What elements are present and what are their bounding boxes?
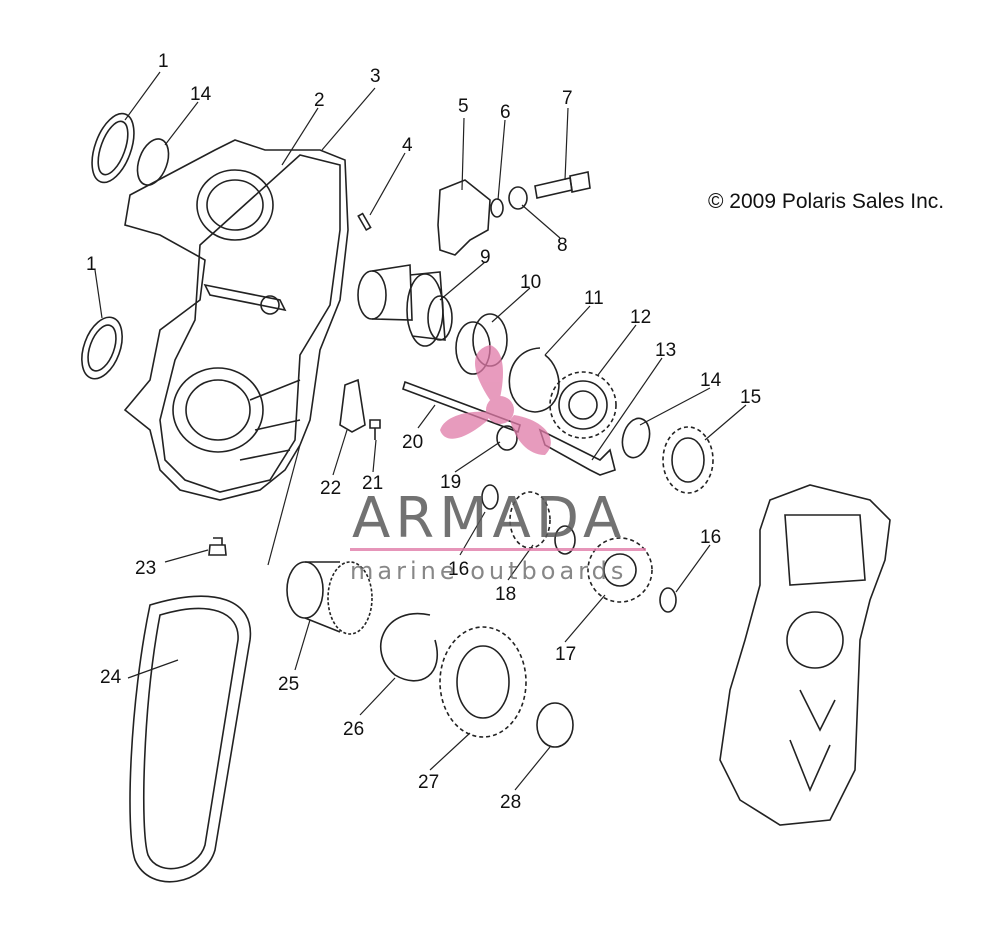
watermark-title: ARMADA (352, 486, 627, 551)
callout-27: 27 (418, 772, 439, 793)
callout-2: 2 (314, 90, 325, 111)
sprocket-27 (439, 626, 527, 738)
ring-right (621, 417, 651, 459)
tensioner-shoe (437, 179, 491, 256)
callout-20: 20 (402, 432, 423, 453)
screw-21 (369, 419, 381, 440)
callout-21: 21 (362, 473, 383, 494)
assembled-gearcase (719, 484, 891, 826)
dowel-pin (357, 212, 372, 232)
bolt-7 (534, 171, 591, 199)
plate-22 (339, 378, 366, 433)
callout-17: 17 (555, 644, 576, 665)
callout-16-center: 16 (448, 559, 469, 580)
drive-chain (129, 595, 252, 883)
callout-18: 18 (495, 584, 516, 605)
callout-12: 12 (630, 307, 651, 328)
snap-ring-28 (536, 702, 574, 748)
ring-top (136, 138, 170, 186)
watermark-divider (350, 548, 646, 551)
callout-10: 10 (520, 272, 541, 293)
callout-15: 15 (740, 387, 761, 408)
collar-19 (496, 425, 518, 451)
callout-28: 28 (500, 792, 521, 813)
callout-24: 24 (100, 667, 122, 688)
shift-fork (538, 428, 616, 476)
callout-1-top: 1 (158, 51, 169, 72)
gear-17 (587, 537, 653, 603)
gear-12 (549, 371, 617, 439)
snap-ring-11 (508, 347, 560, 413)
splined-shaft (357, 264, 453, 347)
callout-22: 22 (320, 478, 341, 499)
callout-23: 23 (135, 558, 156, 579)
callout-19: 19 (440, 472, 461, 493)
washer-6 (490, 198, 504, 218)
callout-4: 4 (402, 135, 413, 156)
callout-11: 11 (584, 288, 604, 309)
copyright-notice: © 2009 Polaris Sales Inc. (708, 190, 945, 213)
callout-9: 9 (480, 247, 491, 268)
nut-8 (508, 186, 528, 210)
seal-left (81, 316, 123, 380)
callout-8: 8 (557, 235, 568, 256)
callout-26: 26 (343, 719, 364, 740)
callout-5: 5 (458, 96, 469, 117)
callout-1-left: 1 (86, 254, 97, 275)
callout-3: 3 (370, 66, 381, 87)
callout-16-right: 16 (700, 527, 721, 548)
watermark-propeller-icon (440, 345, 551, 455)
callout-14-top: 14 (190, 84, 212, 105)
gearcase-housing (123, 139, 349, 501)
callout-14-right: 14 (700, 370, 722, 391)
watermark-subtitle: marine outboards (350, 557, 628, 585)
plug-23 (208, 537, 227, 556)
callout-labels: 1 14 2 3 4 5 6 7 8 1 9 10 11 12 13 14 15… (86, 51, 761, 813)
snap-ring-26 (379, 612, 438, 682)
callout-6: 6 (500, 102, 511, 123)
seal-top (91, 112, 135, 184)
callout-25: 25 (278, 674, 299, 695)
gear-15 (662, 426, 714, 494)
leader-lines (94, 71, 747, 791)
sprocket-25 (286, 561, 373, 635)
callout-13: 13 (655, 340, 676, 361)
callout-7: 7 (562, 88, 573, 109)
washer-16-right (659, 587, 677, 613)
washer-16-center (481, 484, 499, 510)
